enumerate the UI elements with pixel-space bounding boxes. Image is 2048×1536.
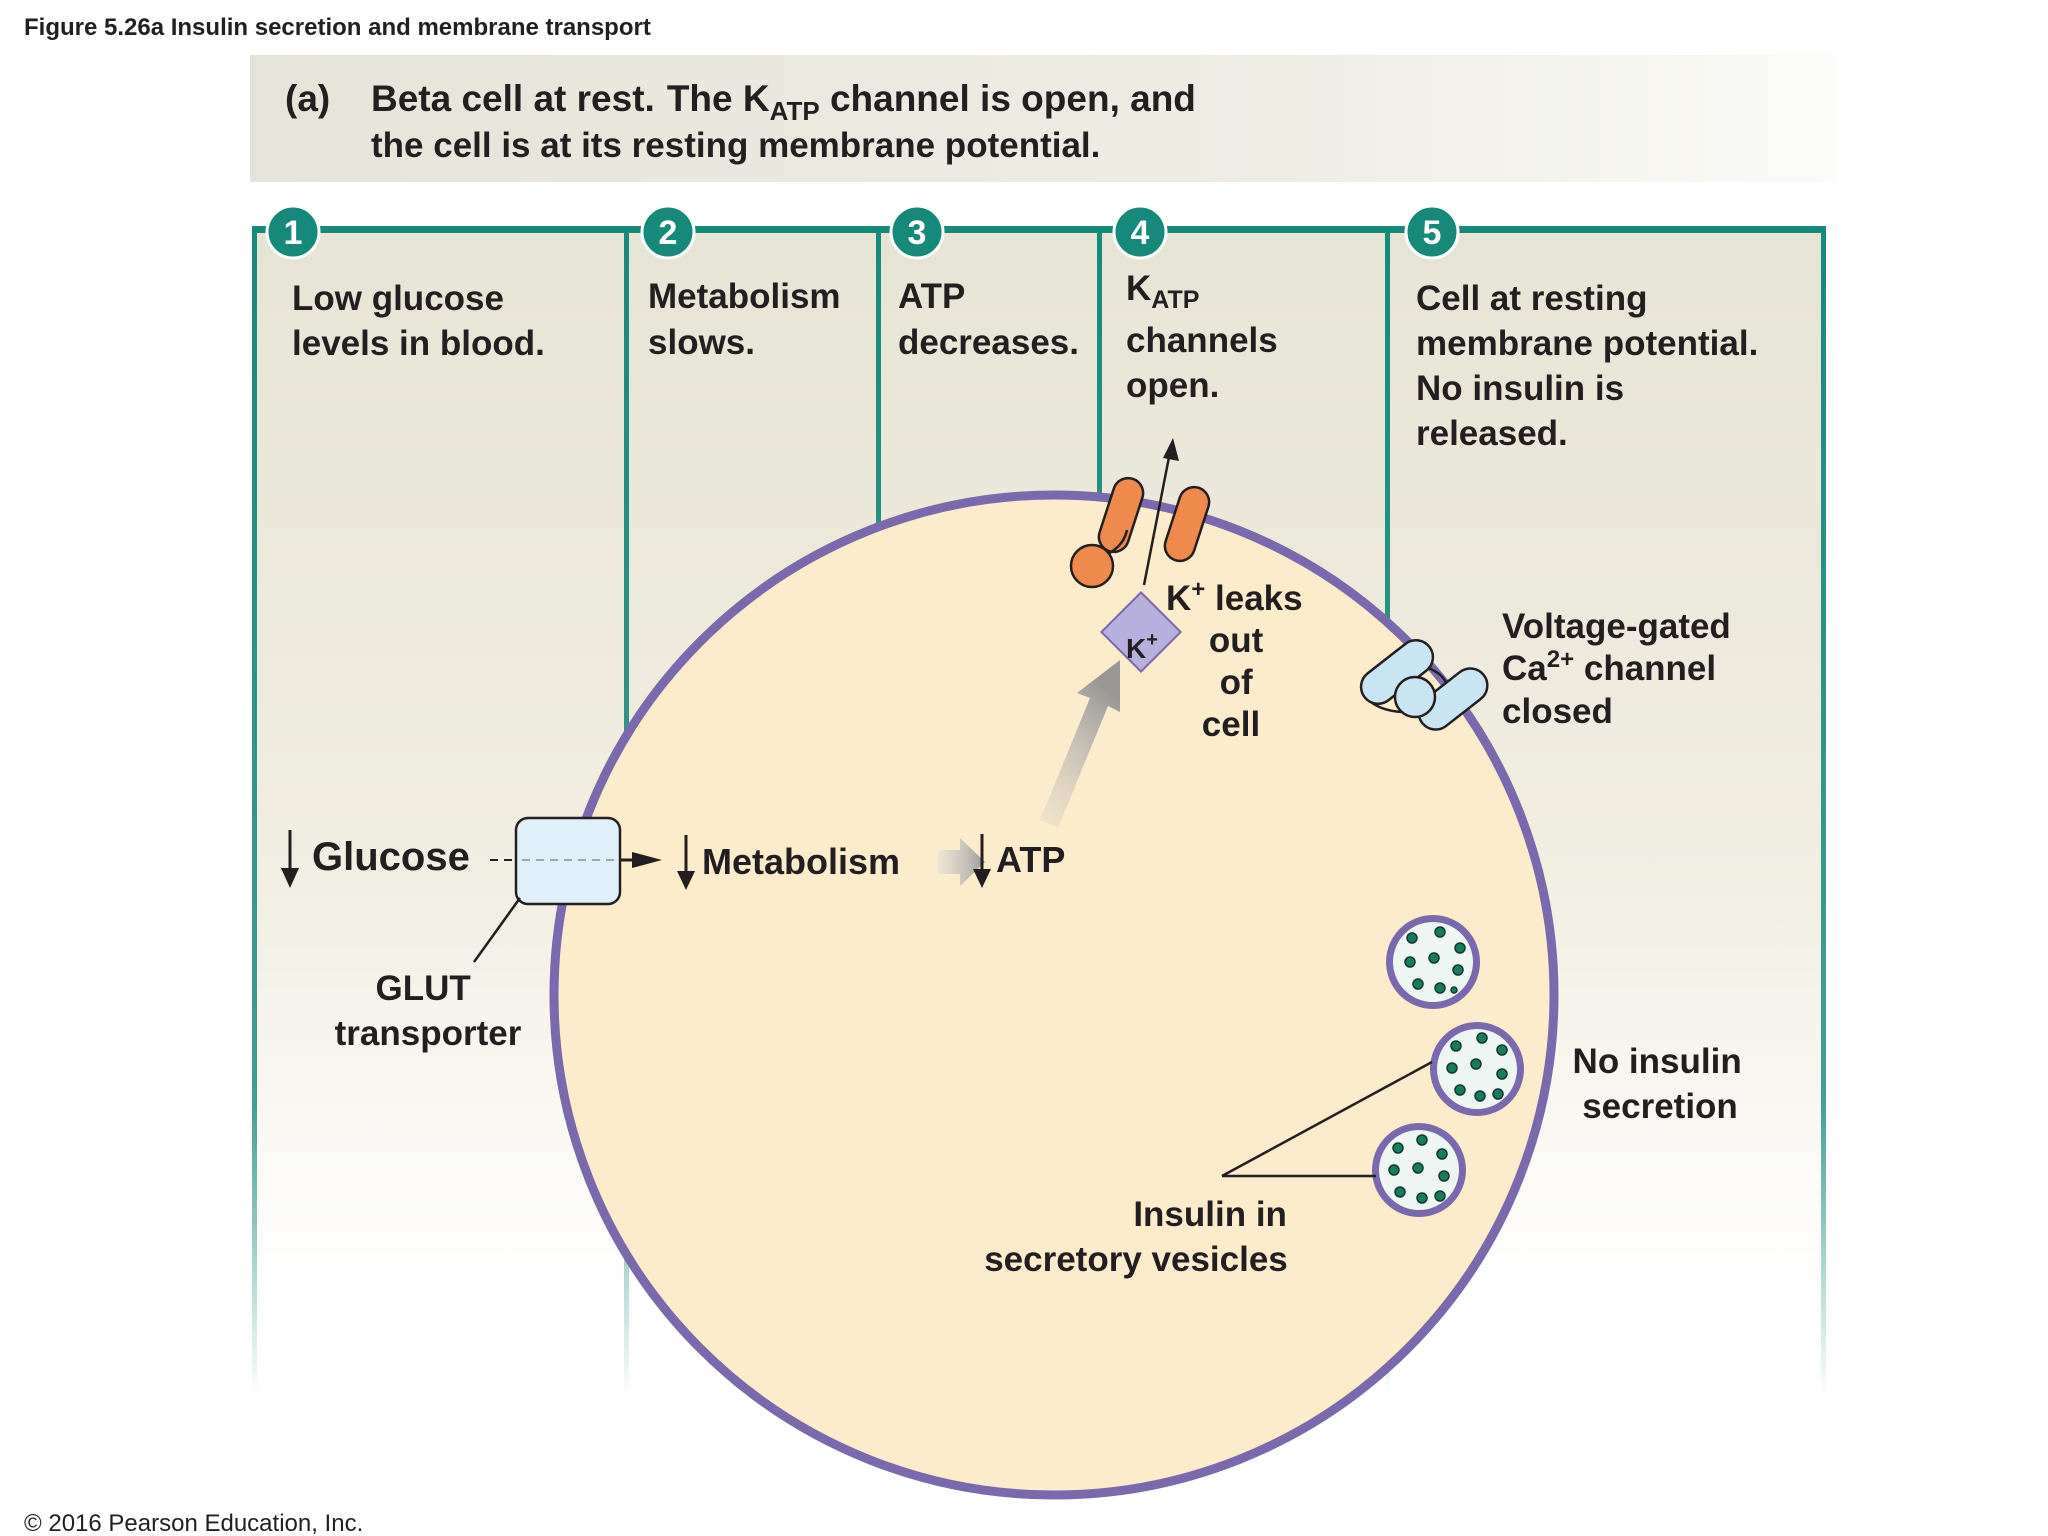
step-3-badge: 3 xyxy=(889,204,945,260)
step-2-line-2: slows. xyxy=(648,323,755,362)
metabolism-label: Metabolism xyxy=(702,841,900,882)
step-4-line-2: open. xyxy=(1126,366,1219,405)
header-line1-pre: The K xyxy=(667,78,770,119)
step-5-badge: 5 xyxy=(1404,204,1460,260)
step-1-text: Low glucose levels in blood. xyxy=(292,279,545,363)
step-4-k: K xyxy=(1126,269,1151,308)
step-5-text: Cell at resting membrane potential. No i… xyxy=(1416,279,1768,453)
divider-right xyxy=(1821,226,1826,1396)
glucose-label: Glucose xyxy=(312,835,470,879)
k-leaks-k: K xyxy=(1166,579,1191,618)
no-insulin-label: No insulin secretion xyxy=(1573,1042,1752,1126)
vesicle-1 xyxy=(1386,915,1480,1009)
divider-left xyxy=(252,226,257,1396)
ca-channel xyxy=(1359,638,1489,731)
glut-label-line-2: transporter xyxy=(335,1014,522,1053)
header-band xyxy=(250,55,1835,182)
step-1-line-1: Low glucose xyxy=(292,279,504,318)
step-2-number: 2 xyxy=(659,214,678,252)
step-3-line-2: decreases. xyxy=(898,323,1079,362)
atp-to-k-arrow xyxy=(1040,660,1120,828)
ca-channel-sup: 2+ xyxy=(1547,646,1574,673)
no-insulin-line-2: secretion xyxy=(1582,1087,1738,1126)
step-4-text: KATP channels open. xyxy=(1126,269,1287,405)
insulin-vesicles-label: Insulin in secretory vesicles xyxy=(984,1195,1296,1279)
k-ion-sup: + xyxy=(1146,629,1158,651)
step-3-line-1: ATP xyxy=(898,277,965,316)
glut-leader-line xyxy=(472,897,522,963)
k-leaks-rest: leaks xyxy=(1205,579,1302,618)
k-efflux-arrowhead xyxy=(1163,438,1179,461)
insulin-vesicles-line-1: Insulin in xyxy=(1133,1195,1287,1234)
vesicle-leader-upper xyxy=(1221,1060,1433,1178)
vesicle-2 xyxy=(1430,1022,1524,1116)
k-leaks-out: out xyxy=(1209,621,1264,660)
header-line2: the cell is at its resting membrane pote… xyxy=(371,126,1100,165)
ca-channel-ca: Ca xyxy=(1502,649,1547,688)
step-5-line-2: membrane potential. xyxy=(1416,324,1758,363)
step-2-text: Metabolism slows. xyxy=(648,277,850,362)
header-title-bold: Beta cell at rest. xyxy=(371,78,655,119)
glut-label-line-1: GLUT xyxy=(376,969,471,1008)
step-1-number: 1 xyxy=(284,214,303,252)
header-title: Beta cell at rest. The KATP channel is op… xyxy=(371,78,1196,126)
atp-decrease-arrow xyxy=(973,834,991,888)
step-1-badge: 1 xyxy=(265,204,321,260)
katp-channel xyxy=(1069,476,1211,589)
step-5-line-3: No insulin is xyxy=(1416,369,1624,408)
copyright-notice: © 2016 Pearson Education, Inc. xyxy=(24,1510,363,1536)
ca-channel-label-line-2: Ca2+ channel xyxy=(1502,646,1716,688)
glut-to-metabolism-arrowhead xyxy=(632,852,662,868)
atp-label: ATP xyxy=(996,839,1065,880)
header-line1-sub: ATP xyxy=(770,96,820,126)
k-leaks-label-line-1: K+ leaks xyxy=(1166,576,1303,618)
step-top-bar xyxy=(252,226,1826,233)
ca-channel-label-line-3: closed xyxy=(1502,692,1613,731)
step-4-line-1: channels xyxy=(1126,321,1278,360)
part-label: (a) xyxy=(285,78,330,119)
insulin-vesicles-line-2: secretory vesicles xyxy=(984,1240,1288,1279)
step-5-line-1: Cell at resting xyxy=(1416,279,1647,318)
k-ion-symbol: K xyxy=(1126,633,1146,664)
step-4-number: 4 xyxy=(1131,214,1150,252)
step-2-badge: 2 xyxy=(640,204,696,260)
step-4-k-sub: ATP xyxy=(1151,286,1199,314)
k-ion-diamond xyxy=(1099,590,1183,674)
figure-caption: Figure 5.26a Insulin secretion and membr… xyxy=(24,14,651,41)
k-leaks-label-rest: out of cell xyxy=(1202,621,1273,744)
glucose-decrease-arrow xyxy=(281,830,299,888)
step-3-number: 3 xyxy=(908,214,927,252)
glut-label: GLUT transporter xyxy=(335,969,522,1053)
beta-cell xyxy=(549,490,1559,1500)
k-leaks-sup: + xyxy=(1191,576,1205,603)
metabolism-to-atp-arrow xyxy=(938,838,985,886)
metabolism-decrease-arrow xyxy=(677,835,695,890)
step-3-text: ATP decreases. xyxy=(898,277,1079,362)
vesicle-3 xyxy=(1372,1123,1466,1217)
no-insulin-line-1: No insulin xyxy=(1573,1042,1742,1081)
k-leaks-cell: cell xyxy=(1202,705,1260,744)
step-4-badge: 4 xyxy=(1112,204,1168,260)
k-ion-label: K+ xyxy=(1126,629,1158,664)
k-efflux-arrow xyxy=(1142,451,1172,586)
step-2-line-1: Metabolism xyxy=(648,277,841,316)
ca-channel-rest: channel xyxy=(1574,649,1716,688)
ca-channel-label-line-1: Voltage-gated xyxy=(1502,607,1731,646)
step-5-number: 5 xyxy=(1423,214,1442,252)
header-line1-post: channel is open, and xyxy=(820,78,1196,119)
step-5-line-4: released. xyxy=(1416,414,1568,453)
k-leaks-of: of xyxy=(1220,663,1253,702)
step-1-line-2: levels in blood. xyxy=(292,324,545,363)
